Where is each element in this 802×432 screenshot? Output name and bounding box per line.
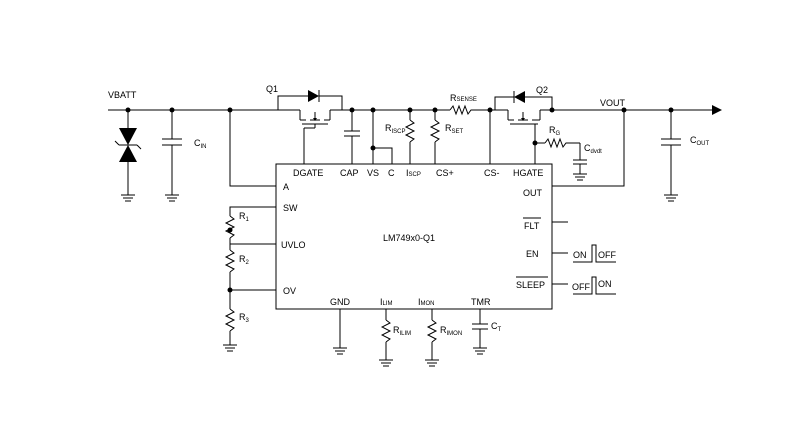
rg-label: RG <box>549 125 561 137</box>
rset-label: RSET <box>445 123 464 135</box>
pin-iscp: ISCP <box>406 168 421 178</box>
r1-label: R1 <box>239 211 250 223</box>
rilim-resistor <box>378 309 394 367</box>
sleep-toggle-icon[interactable] <box>573 276 616 295</box>
resistor-divider <box>222 206 276 352</box>
cout-label: COUT <box>690 135 710 147</box>
junction-dots <box>125 107 674 293</box>
pin-ilim: ILIM <box>380 297 393 307</box>
vs-c-wires <box>372 110 393 164</box>
rilim-label: RILIM <box>393 325 411 337</box>
pin-uvlo: UVLO <box>281 240 306 250</box>
rg-resistor <box>535 137 580 149</box>
pin-cs-plus: CS+ <box>436 168 454 178</box>
cin-label: CIN <box>194 138 207 150</box>
pin-flt: FLT <box>524 221 540 231</box>
pin-vs: VS <box>367 168 379 178</box>
vbatt-label: VBATT <box>108 90 137 100</box>
pin-cap: CAP <box>340 168 359 178</box>
pin-sleep: SLEEP <box>516 280 545 290</box>
r3-label: R3 <box>239 312 250 324</box>
chip-name: LM749x0-Q1 <box>383 233 435 243</box>
en-off-label: OFF <box>598 250 616 260</box>
q1-mosfet <box>277 90 343 164</box>
pin-dgate: DGATE <box>293 168 323 178</box>
tvs-diode-icon <box>114 110 142 202</box>
pin-hgate: HGATE <box>513 168 543 178</box>
pin-imon: IMON <box>418 297 435 307</box>
pin-out: OUT <box>523 188 543 198</box>
q2-mosfet <box>490 91 553 164</box>
pin-ov: OV <box>283 286 296 296</box>
rimon-resistor <box>424 309 440 367</box>
rsense-resistor <box>446 104 474 116</box>
pin-en: EN <box>526 249 539 259</box>
q2-label: Q2 <box>536 85 548 95</box>
rset-resistor <box>429 110 441 164</box>
pin-tmr: TMR <box>471 297 491 307</box>
ct-label: CT <box>491 321 502 333</box>
en-on-label: ON <box>573 250 587 260</box>
pin-a: A <box>283 182 289 192</box>
sleep-off-label: OFF <box>572 282 590 292</box>
cin-capacitor <box>162 110 182 202</box>
vout-label: VOUT <box>600 98 626 108</box>
vout-arrow-icon <box>712 105 722 115</box>
chip-body <box>275 163 553 310</box>
pin-c: C <box>388 168 395 178</box>
en-toggle-icon[interactable] <box>573 244 616 263</box>
cdvdt-label: Cdvdt <box>584 143 602 155</box>
pin-sw: SW <box>283 203 298 213</box>
ct-capacitor <box>472 309 488 355</box>
gnd-pin-wire <box>332 309 348 355</box>
q1-label: Q1 <box>266 84 278 94</box>
cout-capacitor <box>661 110 681 202</box>
pin-gnd: GND <box>330 297 351 307</box>
rsense-label: RSENSE <box>450 93 477 103</box>
cap-pin-capacitor <box>344 110 360 164</box>
pin-cs-minus: CS- <box>484 168 500 178</box>
cdvdt-capacitor <box>572 143 588 181</box>
riscp-label: RISCP <box>385 123 406 135</box>
rimon-label: RIMON <box>440 325 462 337</box>
r2-label: R2 <box>239 254 250 266</box>
riscp-resistor <box>404 110 416 164</box>
sleep-on-label: ON <box>598 279 612 289</box>
